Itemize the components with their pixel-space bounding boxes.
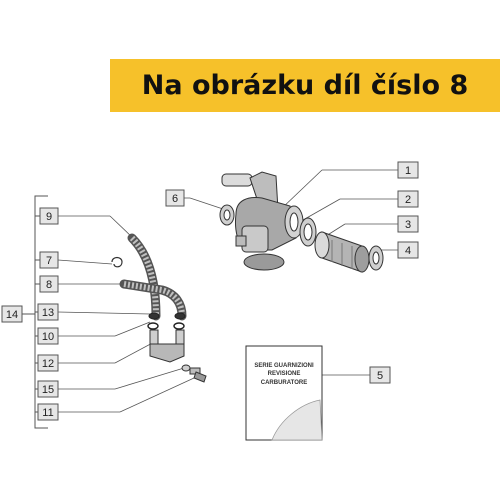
part-10-o-rings: [147, 322, 185, 330]
leader-lines: [57, 169, 398, 413]
callout-14-text: 14: [6, 309, 18, 321]
callout-13-text: 13: [42, 307, 54, 319]
callout-8-text: 8: [46, 279, 52, 291]
callout-15: 15: [37, 380, 59, 398]
part-6-gasket: [219, 204, 235, 226]
callout-2: 2: [397, 190, 419, 208]
kit-box-line-2: REVISIONE: [268, 371, 301, 377]
part-8-hose: [119, 279, 187, 321]
kit-box-line-3: CARBURATORE: [261, 380, 307, 386]
callout-10-text: 10: [42, 331, 54, 343]
callout-14: 14: [1, 305, 23, 323]
part-3-intake-sleeve: [314, 231, 370, 273]
callout-4-text: 4: [405, 245, 411, 257]
kit-box-line-1: SERIE GUARNIZIONI: [254, 363, 314, 369]
callout-2-text: 2: [405, 194, 411, 206]
callout-7: 7: [39, 251, 59, 269]
callout-11: 11: [37, 403, 59, 421]
part-9-fuel-hose: [127, 233, 161, 321]
callout-6: 6: [165, 189, 185, 207]
title-banner: Na obrázku díl číslo 8: [110, 59, 500, 112]
callout-1-text: 1: [405, 165, 411, 177]
part-1-carburettor: [221, 171, 304, 271]
part-4-clamp: [368, 245, 384, 271]
callout-7-text: 7: [46, 255, 52, 267]
callout-5: 5: [369, 366, 391, 384]
part-15-washer: [181, 364, 191, 372]
part-13-hose-clips: [148, 312, 186, 320]
banner-text: Na obrázku díl číslo 8: [141, 70, 469, 101]
part-12-fuel-tap: [149, 329, 185, 363]
callout-10: 10: [37, 327, 59, 345]
callout-12-text: 12: [42, 358, 54, 370]
callout-11-text: 11: [42, 407, 53, 419]
callout-12: 12: [37, 354, 59, 372]
callout-4: 4: [397, 241, 419, 259]
callout-3-text: 3: [405, 219, 411, 231]
callout-9: 9: [39, 207, 59, 225]
part-7-clip: [111, 256, 123, 268]
callout-8: 8: [39, 275, 59, 293]
part-11-banjo-bolt: [189, 367, 207, 383]
callout-5-text: 5: [377, 370, 383, 382]
callout-15-text: 15: [42, 384, 54, 396]
part-5-gasket-kit: SERIE GUARNIZIONI REVISIONE CARBURATORE: [245, 345, 323, 441]
callout-13: 13: [37, 303, 59, 321]
callout-6-text: 6: [172, 193, 178, 205]
callout-3: 3: [397, 215, 419, 233]
callout-9-text: 9: [46, 211, 52, 223]
part-2-gasket: [299, 217, 317, 247]
callout-1: 1: [397, 161, 419, 179]
